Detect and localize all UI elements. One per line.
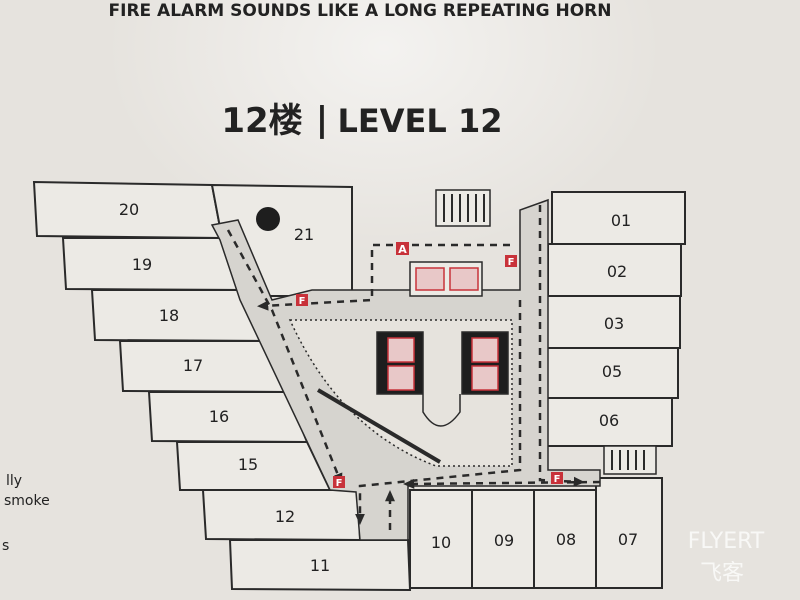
room-11 xyxy=(228,539,412,592)
curved-wall xyxy=(316,388,442,464)
service-elevator-2 xyxy=(449,267,479,291)
you-are-here-marker xyxy=(256,207,280,231)
watermark-subtext: 飞客 xyxy=(700,561,744,586)
extinguisher-marker-bottom-left xyxy=(333,476,345,488)
elevator-right-top xyxy=(471,337,499,363)
room-label-19: 19 xyxy=(132,255,152,274)
room-17 xyxy=(118,340,289,394)
fire-alarm-header: FIRE ALARM SOUNDS LIKE A LONG REPEATING … xyxy=(109,1,612,21)
legend-fragment-3: s xyxy=(2,538,9,554)
extinguisher-marker-bottom-right xyxy=(551,472,563,484)
room-06 xyxy=(541,397,673,447)
extinguisher-letter-3: F xyxy=(336,478,343,489)
fire-alarm-letter: A xyxy=(398,243,407,256)
stair-treads xyxy=(443,194,645,470)
room-label-12: 12 xyxy=(275,507,295,526)
room-label-07: 07 xyxy=(618,530,638,549)
room-label-21: 21 xyxy=(294,225,314,244)
elevator-left-top xyxy=(387,337,415,363)
room-08 xyxy=(533,489,597,589)
elevator-lobby-curve xyxy=(422,394,461,427)
fire-equipment-markers: A F F F F xyxy=(296,242,563,489)
extinguisher-letter-4: F xyxy=(554,474,561,485)
legend-fragment-2: smoke xyxy=(4,493,50,509)
floor-plan xyxy=(32,180,686,592)
room-label-06: 06 xyxy=(599,411,619,430)
room-label-11: 11 xyxy=(310,556,330,575)
elevator-right-bottom xyxy=(471,365,499,391)
room-label-16: 16 xyxy=(209,407,229,426)
room-label-01: 01 xyxy=(611,211,631,230)
service-elevator-1 xyxy=(415,267,445,291)
fire-alarm-marker xyxy=(396,242,409,255)
extinguisher-letter-1: F xyxy=(508,257,515,268)
room-label-05: 05 xyxy=(602,362,622,381)
level-title-separator: | xyxy=(316,100,328,140)
route-top-corridor xyxy=(257,243,510,311)
room-label-03: 03 xyxy=(604,314,624,333)
route-left-diagonal xyxy=(226,229,343,485)
room-19 xyxy=(61,237,250,292)
room-label-02: 02 xyxy=(607,262,627,281)
extinguisher-letter-2: F xyxy=(299,296,306,307)
room-label-20: 20 xyxy=(119,200,139,219)
room-label-17: 17 xyxy=(183,356,203,375)
room-labels: 20 21 19 18 17 16 15 12 11 10 09 08 07 0… xyxy=(119,200,638,575)
elevator-left-bottom xyxy=(387,365,415,391)
room-07 xyxy=(595,477,663,589)
room-01 xyxy=(551,191,686,245)
room-label-10: 10 xyxy=(431,533,451,552)
level-title-english: LEVEL 12 xyxy=(338,102,503,140)
route-right-edge xyxy=(538,205,585,487)
extinguisher-marker-top-right xyxy=(505,255,517,267)
level-title-chinese: 12楼 xyxy=(221,101,302,141)
room-label-15: 15 xyxy=(238,455,258,474)
room-02 xyxy=(547,243,682,297)
central-core xyxy=(288,189,657,475)
route-right-loop xyxy=(355,300,522,525)
room-label-18: 18 xyxy=(159,306,179,325)
room-label-08: 08 xyxy=(556,530,576,549)
legend-fragment-1: lly xyxy=(6,473,22,489)
room-05 xyxy=(543,347,679,399)
extinguisher-marker-top-left xyxy=(296,294,308,306)
room-label-09: 09 xyxy=(494,531,514,550)
left-edge-legend: lly smoke s xyxy=(2,473,50,554)
watermark-logo: FLYERT xyxy=(688,529,765,554)
evacuation-route xyxy=(226,205,601,530)
route-bottom xyxy=(403,478,601,489)
